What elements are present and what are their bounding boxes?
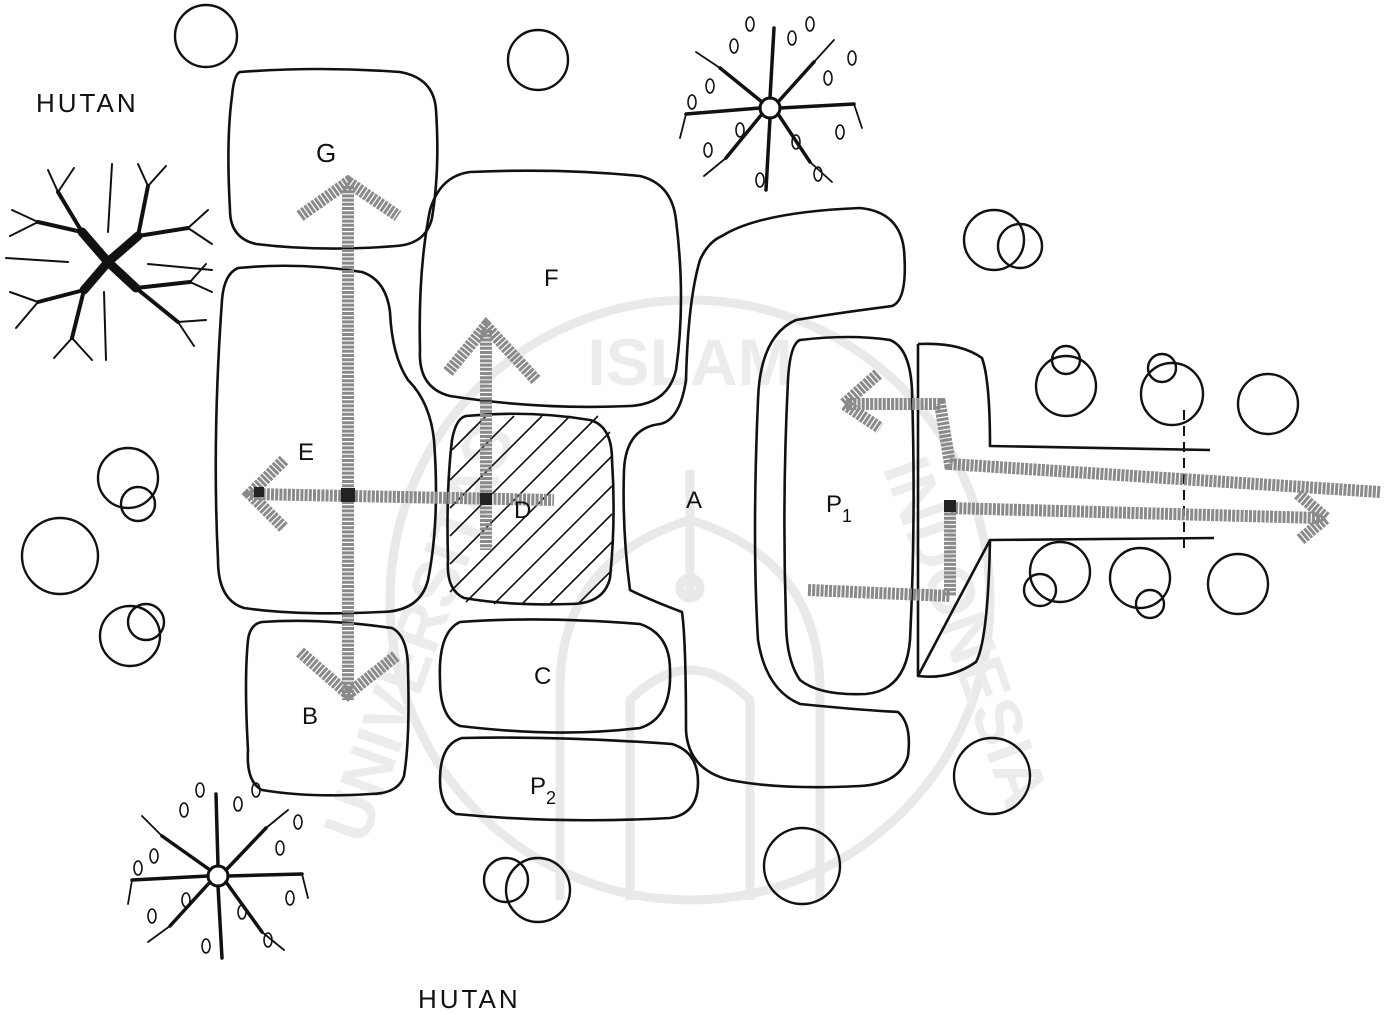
tree-circles [20, 3, 1300, 924]
node-junction-d [480, 493, 492, 505]
node-west-end [254, 487, 264, 497]
tree-leafy-southwest [127, 782, 309, 960]
forest-label-top: HUTAN [36, 88, 139, 118]
zone-b-label: B [302, 703, 318, 730]
arrowhead-exit [1294, 489, 1336, 545]
zone-c [438, 618, 672, 734]
circulation-arrows [241, 174, 1381, 702]
zone-p2-label: P2 [530, 773, 556, 808]
zone-f [418, 169, 683, 409]
flow-entrance-out [807, 501, 1321, 603]
node-junction-e [341, 488, 355, 502]
zone-b [244, 619, 410, 797]
zone-e-label: E [298, 439, 314, 466]
flow-horizontal [249, 488, 555, 506]
zone-c-label: C [534, 663, 551, 690]
tree-bare-northwest [5, 163, 213, 361]
forest-label-bottom: HUTAN [418, 984, 521, 1014]
arrowhead-to-f [443, 316, 541, 385]
flow-entrance-in [846, 398, 1381, 498]
arrowhead-to-e [241, 455, 289, 533]
node-junction-entrance [944, 500, 956, 512]
tree-leafy-north [679, 16, 863, 192]
zone-a-label: A [686, 487, 702, 514]
zone-g [227, 67, 439, 250]
zone-p2 [438, 736, 700, 822]
zone-entrance [916, 342, 1215, 678]
arrowhead-to-p1 [834, 369, 884, 433]
watermark-top-text: ISLAM [587, 325, 792, 399]
zone-p1 [783, 335, 915, 696]
zone-p1-label: P1 [826, 491, 852, 526]
zone-g-label: G [316, 138, 336, 168]
zone-f-label: F [544, 265, 559, 292]
zone-a [622, 206, 911, 789]
zone-e [214, 264, 438, 615]
arrowhead-to-g [296, 174, 402, 221]
arrowhead-to-b [296, 647, 400, 702]
zone-d-label: D [514, 497, 531, 524]
